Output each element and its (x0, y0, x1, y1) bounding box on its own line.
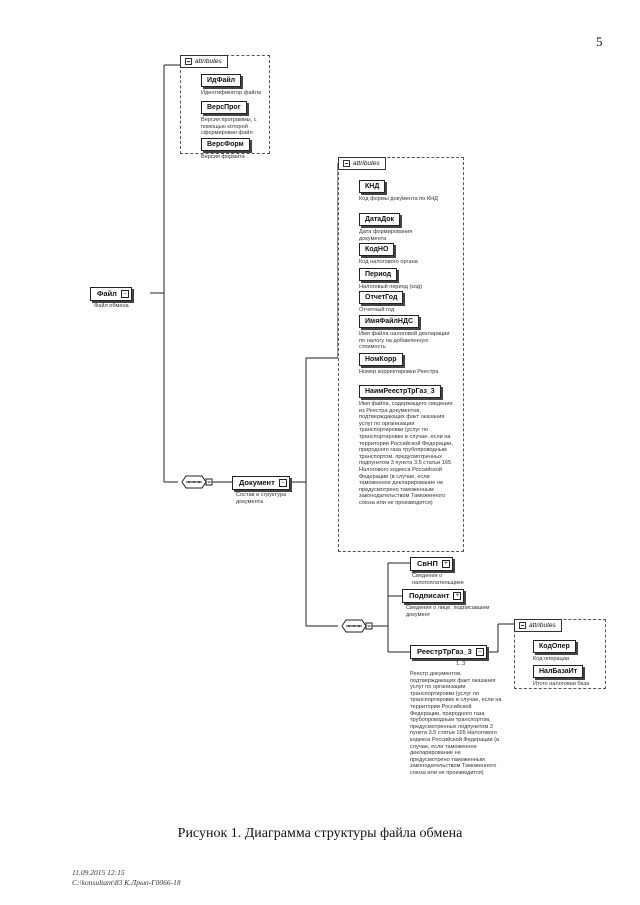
attr-KodOper[interactable]: КодОпер Код операции (533, 635, 603, 663)
figure-caption: Рисунок 1. Диаграмма структуры файла обм… (177, 826, 463, 841)
child-node-desc: Реестр документов, подтверждающих факт о… (410, 671, 502, 776)
attr-KodNO[interactable]: КодНО Код налогового органа (359, 238, 455, 266)
attr-name: ДатаДок (359, 213, 401, 226)
child-node-SvNP[interactable]: СвНП + (410, 557, 453, 571)
expand-icon[interactable]: − (475, 648, 484, 656)
attr-desc: Итого налоговая база (533, 681, 590, 687)
attributes-tab: attributes (180, 55, 228, 68)
document-node-desc: Состав и структура документа (236, 492, 287, 505)
attr-IdFile[interactable]: ИдФайл Идентификатор файла (201, 69, 267, 97)
attr-desc: Код налогового органа (359, 259, 418, 265)
registry-attributes-group: attributes КодОпер Код операции НалБазаИ… (514, 619, 606, 689)
attr-name: ИмяФайлНДС (359, 315, 420, 328)
attributes-label: attributes (195, 58, 222, 65)
expand-icon[interactable]: + (453, 592, 462, 600)
attributes-tab: attributes (338, 157, 386, 170)
child-node-desc: Сведения о налогоплательщике (412, 573, 464, 586)
attr-ImyaFaylNDS[interactable]: ИмяФайлНДС Имя файла налоговой деклараци… (359, 310, 451, 351)
footer-timestamp: 11.09.2015 12:15 (72, 868, 125, 877)
attr-desc: Дата формирования документа (359, 229, 413, 242)
attr-VersForm[interactable]: ВерсФорм Версия формата (201, 133, 267, 161)
attr-name: КодОпер (533, 640, 576, 653)
attr-name: ВерсПрог (201, 101, 247, 114)
attr-name: КНД (359, 180, 386, 193)
attr-name: ОтчетГод (359, 291, 404, 304)
attr-name: НаимРеестрТрГаз_3 (359, 385, 441, 398)
attr-name: КодНО (359, 243, 395, 256)
page-number: 5 (596, 34, 603, 49)
child-node-ReestrTrGaz3[interactable]: РеестрТрГаз_3 − (410, 645, 487, 659)
attr-desc: Версия программы, с помощью которой сфор… (201, 117, 257, 137)
attr-desc: Код формы документа по КНД (359, 196, 438, 202)
attr-KND[interactable]: КНД Код формы документа по КНД (359, 175, 451, 203)
attr-Period[interactable]: Период Налоговый период (код) (359, 263, 455, 291)
attr-desc: Имя файла налоговой декларации по налогу… (359, 331, 450, 351)
attr-name: ВерсФорм (201, 138, 250, 151)
attr-name: ИдФайл (201, 74, 242, 87)
child-node-Podpisant[interactable]: Подписант + (402, 589, 465, 603)
attr-name: Период (359, 268, 398, 281)
attr-desc: Версия формата (201, 154, 245, 160)
multiplicity-label: 1..3 (456, 661, 466, 667)
document-attributes-group: attributes КНД Код формы документа по КН… (338, 157, 464, 552)
collapse-icon[interactable] (343, 160, 350, 167)
attr-NalBazaIt[interactable]: НалБазаИт Итого налоговая база (533, 660, 603, 688)
attributes-tab: attributes (514, 619, 562, 632)
file-node-label: Файл (97, 289, 117, 298)
attr-desc: Имя файла, содержащего сведения из Реест… (359, 401, 453, 506)
expand-icon[interactable]: − (278, 479, 287, 487)
attr-DataDok[interactable]: ДатаДок Дата формирования документа (359, 208, 439, 242)
expand-icon[interactable]: − (120, 290, 129, 298)
attr-NaimReestrTrGaz3[interactable]: НаимРеестрТрГаз_3 Имя файла, содержащего… (359, 380, 453, 507)
attributes-label: attributes (353, 160, 380, 167)
expand-icon[interactable]: + (441, 560, 450, 568)
attr-name: НомКорр (359, 353, 403, 366)
child-node-label: Подписант (409, 591, 450, 600)
attr-desc: Отчетный год (359, 307, 395, 313)
child-node-desc: Сведения о лице, подписавшем документ (406, 605, 490, 618)
attr-desc: Идентификатор файла (201, 90, 261, 96)
sequence-compositor-icon (341, 619, 373, 633)
footer-path: C:\konsultant\83 К.Лрып-Г0066-18 (72, 878, 181, 887)
sequence-compositor-icon (181, 475, 213, 489)
attr-desc: Код операции (533, 656, 569, 662)
file-attributes-group: attributes ИдФайл Идентификатор файла Ве… (180, 55, 270, 160)
document-node-label: Документ (239, 478, 275, 487)
attr-desc: Налоговый период (код) (359, 284, 422, 290)
child-node-label: РеестрТрГаз_3 (417, 647, 472, 656)
collapse-icon[interactable] (519, 622, 526, 629)
attr-name: НалБазаИт (533, 665, 584, 678)
attributes-label: attributes (529, 622, 556, 629)
child-node-label: СвНП (417, 559, 438, 568)
attr-VersProg[interactable]: ВерсПрог Версия программы, с помощью кот… (201, 96, 263, 137)
document-node[interactable]: Документ − (232, 476, 290, 490)
attr-OtchetGod[interactable]: ОтчетГод Отчетный год (359, 286, 455, 314)
attr-NomKorr[interactable]: НомКорр Номер корректировки Реестра (359, 348, 451, 376)
attr-desc: Номер корректировки Реестра (359, 369, 439, 375)
file-node[interactable]: Файл − (90, 287, 132, 301)
collapse-icon[interactable] (185, 58, 192, 65)
file-node-desc: Файл обмена (94, 303, 129, 309)
